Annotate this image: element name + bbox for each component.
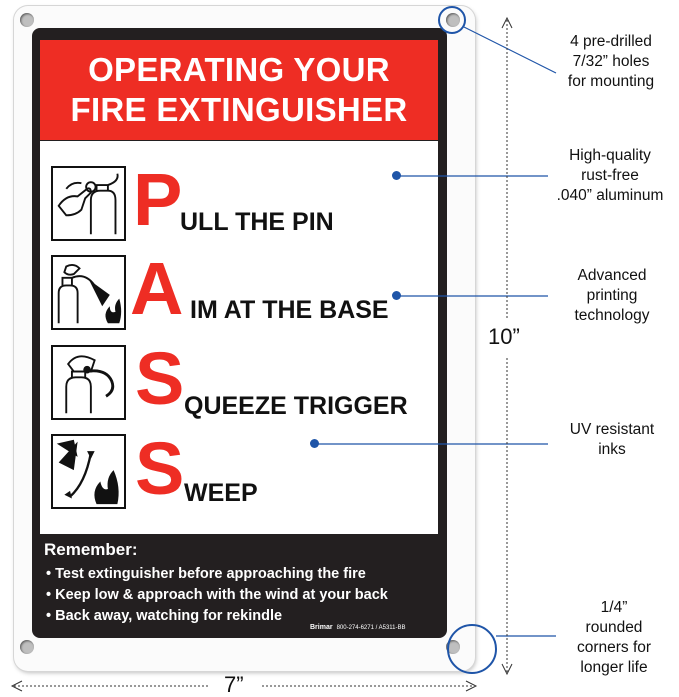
callout-corners-line3: corners for <box>576 639 652 656</box>
aim-base-pictogram <box>51 255 126 330</box>
remember-item-2: • Keep low & approach with the wind at y… <box>46 587 388 603</box>
callout-printing-line3: technology <box>574 307 650 324</box>
callout-aluminum: High-quality rust-free .040” aluminum <box>541 146 679 206</box>
part-number: 800-274-6271 / A5311-BB <box>336 625 406 631</box>
sweep-motion-icon <box>56 439 119 505</box>
remember-item-3: • Back away, watching for rekindle <box>46 608 283 624</box>
callout-holes-line2: 7/32” holes <box>572 53 650 70</box>
pull-pin-pictogram <box>51 166 126 241</box>
hand-pull-pin-icon <box>57 173 119 235</box>
callout-inks-line2: inks <box>598 441 626 458</box>
callout-holes: 4 pre-drilled 7/32” holes for mounting <box>546 32 676 92</box>
sweep-pictogram <box>51 434 126 509</box>
callout-corners-line4: longer life <box>580 659 648 676</box>
callout-corners-line1: 1/4” <box>600 599 628 616</box>
sign-title: OPERATING YOUR FIRE EXTINGUISHER <box>40 40 438 140</box>
aim-nozzle-icon <box>57 264 122 324</box>
callout-printing-line1: Advanced <box>577 267 647 284</box>
width-dimension-label: 7” <box>224 672 244 697</box>
callout-corners-line2: rounded <box>585 619 643 636</box>
step-letter-a: A <box>130 247 184 330</box>
sign-title-line2: FIRE EXTINGUISHER <box>70 91 408 128</box>
remember-item-1: • Test extinguisher before approaching t… <box>46 566 366 582</box>
step-letter-p: P <box>133 158 183 241</box>
callout-holes-line3: for mounting <box>567 73 655 90</box>
step-text-squeeze-trigger: QUEEZE TRIGGER <box>184 392 408 420</box>
step-letter-s1: S <box>135 337 185 420</box>
step-text-sweep: WEEP <box>184 479 258 507</box>
callout-dot-printing <box>392 291 401 300</box>
step-letter-s2: S <box>135 427 185 510</box>
hand-squeeze-trigger-icon <box>65 355 115 414</box>
callout-inks-line1: UV resistant <box>569 421 655 438</box>
callout-corners: 1/4” rounded corners for longer life <box>556 598 672 678</box>
callout-inks: UV resistant inks <box>549 420 675 460</box>
height-dimension-label: 10” <box>488 324 520 349</box>
mounting-hole-top-left <box>20 13 34 27</box>
squeeze-trigger-pictogram <box>51 345 126 420</box>
mounting-hole-top-right <box>446 13 460 27</box>
callout-printing-line2: printing <box>586 287 638 304</box>
callout-holes-line1: 4 pre-drilled <box>570 33 652 50</box>
callout-aluminum-line3: .040” aluminum <box>556 187 664 204</box>
callout-dot-inks <box>310 439 319 448</box>
remember-heading: Remember: <box>44 540 138 559</box>
callout-printing: Advanced printing technology <box>549 266 675 326</box>
sign-title-line1: OPERATING YOUR <box>88 51 390 88</box>
step-text-aim-at-the-base: IM AT THE BASE <box>190 296 389 324</box>
callout-dot-aluminum <box>392 171 401 180</box>
callout-aluminum-line1: High-quality <box>569 147 651 164</box>
mounting-hole-bottom-left <box>20 640 34 654</box>
brand-name: Brimar <box>310 624 333 631</box>
callout-aluminum-line2: rust-free <box>581 167 639 184</box>
step-text-pull-the-pin: ULL THE PIN <box>180 208 334 236</box>
